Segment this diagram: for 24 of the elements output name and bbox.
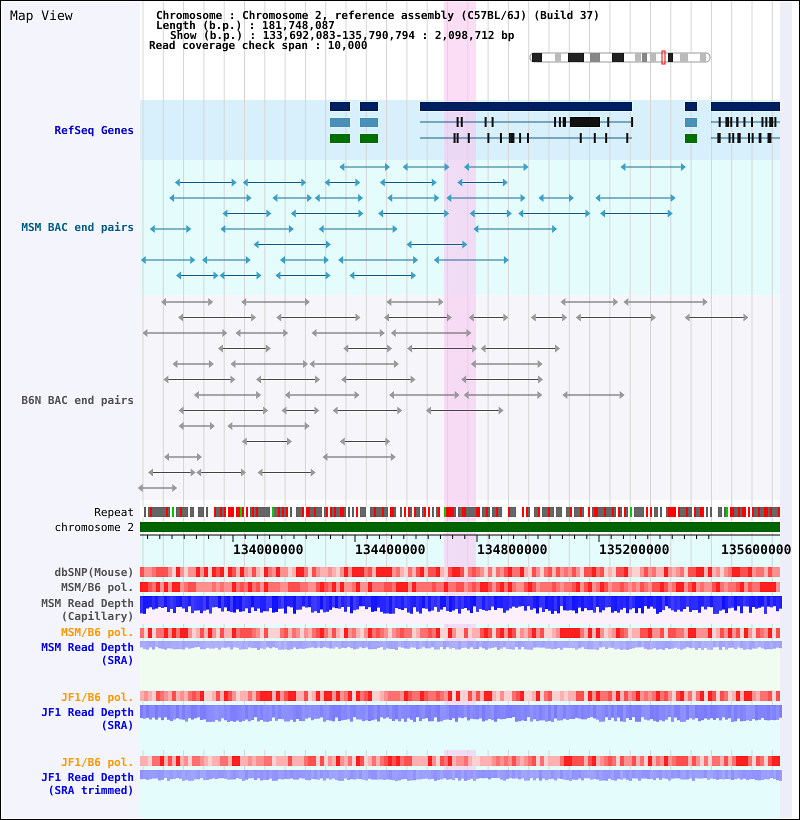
- map-title: Map View: [10, 10, 73, 23]
- track-label: MSM Read Depth (SRA): [40, 641, 134, 667]
- axis-tick-label: 134800000: [477, 544, 548, 557]
- header-text: Read coverage check span : 10,000: [149, 40, 368, 51]
- track-label: RefSeq Genes: [54, 124, 134, 137]
- track-label: B6N BAC end pairs: [20, 394, 134, 407]
- track-label: JF1/B6 pol.: [60, 691, 134, 704]
- track-label: JF1 Read Depth (SRA trimmed): [40, 771, 134, 797]
- track-label: JF1 Read Depth (SRA): [40, 706, 134, 732]
- track-label: chromosome 2: [54, 521, 134, 534]
- header-text: Show (b.p.) : 133,692,083-135,790,794 : 2,098,712 bp: [170, 30, 514, 41]
- track-label: Repeat: [93, 506, 134, 519]
- axis-tick-label: 135600000: [721, 544, 792, 557]
- axis-tick-label: 134000000: [233, 544, 304, 557]
- track-label: dbSNP(Mouse): [54, 566, 134, 579]
- track-label: JF1/B6 pol.: [60, 756, 134, 769]
- track-label: MSM Read Depth (Capillary): [40, 597, 134, 623]
- header-text: Chromosome : Chromosome 2, reference assembly (C57BL/6J) (Build 37): [156, 10, 600, 21]
- track-label: MSM/B6 pol.: [60, 626, 134, 639]
- track-label: MSM BAC end pairs: [20, 221, 134, 234]
- track-label: MSM/B6 pol.: [60, 581, 134, 594]
- header-text: Length (b.p.) : 181,748,087: [156, 20, 335, 31]
- axis-tick-label: 134400000: [355, 544, 426, 557]
- axis-tick-label: 135200000: [599, 544, 670, 557]
